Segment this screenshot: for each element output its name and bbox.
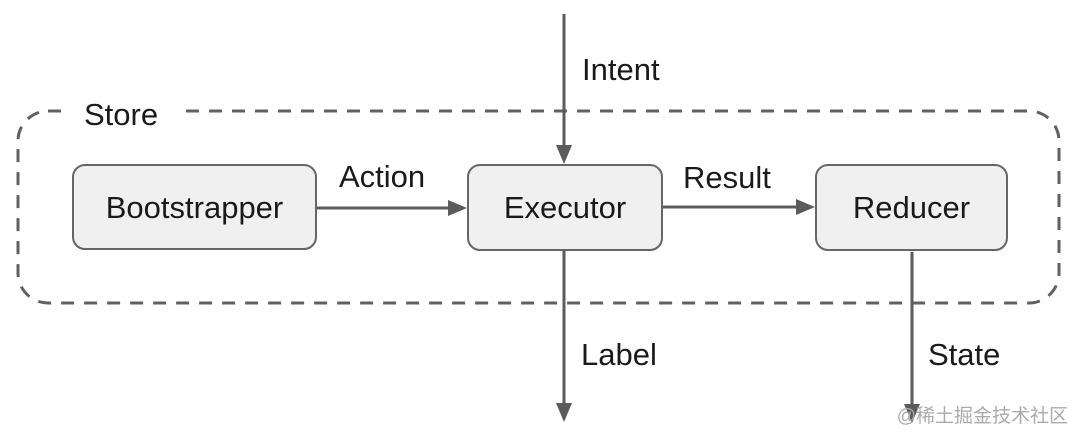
bootstrapper-node-label: Bootstrapper (105, 189, 284, 225)
store-label-mask (66, 103, 182, 119)
result-arrowhead-icon (796, 199, 815, 215)
action-edge-label: Action (339, 159, 426, 194)
action-arrowhead-icon (448, 200, 467, 216)
executor-node-label: Executor (503, 190, 627, 225)
label-edge-label: Label (581, 337, 657, 372)
store-container-label: Store (84, 97, 159, 132)
intent-edge-label: Intent (582, 52, 660, 87)
state-arrowhead-icon (904, 404, 920, 423)
watermark-text: @稀土掘金技术社区 (896, 406, 1068, 427)
reducer-node-label: Reducer (852, 190, 971, 225)
intent-arrowhead-icon (556, 145, 572, 164)
label-arrowhead-icon (556, 403, 572, 422)
store-dashed-boundary (16, 109, 1061, 305)
executor-node: Executor (467, 164, 663, 251)
bootstrapper-node: Bootstrapper (72, 164, 317, 250)
reducer-node: Reducer (815, 164, 1008, 251)
result-edge-label: Result (683, 160, 771, 195)
state-edge-label: State (928, 337, 1001, 372)
